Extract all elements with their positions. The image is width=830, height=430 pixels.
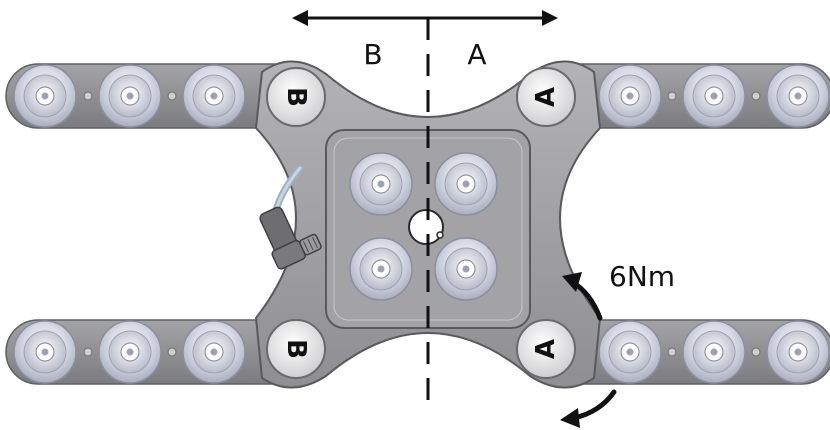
hub-bottom-right: A bbox=[516, 319, 576, 379]
suction-cup-icon bbox=[13, 64, 77, 128]
cable-connector bbox=[259, 164, 322, 270]
hub-label: B bbox=[281, 87, 311, 107]
suction-cup-icon bbox=[349, 237, 413, 301]
double-arrow-icon bbox=[292, 10, 558, 26]
suction-cup-icon bbox=[682, 64, 746, 128]
screw-icon bbox=[751, 347, 761, 357]
center-hole bbox=[408, 209, 444, 245]
suction-cup-icon bbox=[13, 320, 77, 384]
hub-label: A bbox=[531, 87, 561, 107]
suction-cup-icon bbox=[598, 64, 662, 128]
suction-cup-icon bbox=[349, 152, 413, 216]
suction-cup-icon bbox=[434, 237, 498, 301]
suction-cup-icon bbox=[98, 320, 162, 384]
suction-cup-icon bbox=[182, 64, 246, 128]
screw-icon bbox=[667, 347, 677, 357]
suction-cup-icon bbox=[182, 320, 246, 384]
rotate-arrow-icon bbox=[562, 272, 603, 321]
hub-top-right: A bbox=[516, 67, 576, 127]
screw-icon bbox=[83, 91, 93, 101]
suction-cup-icon bbox=[766, 320, 830, 384]
screw-icon bbox=[667, 91, 677, 101]
hub-top-left: B bbox=[266, 67, 326, 127]
hub-bottom-left: B bbox=[266, 319, 326, 379]
suction-cup-icon bbox=[766, 64, 830, 128]
hub-label: B bbox=[281, 339, 311, 359]
screw-icon bbox=[83, 347, 93, 357]
torque-label: 6Nm bbox=[609, 260, 675, 293]
suction-cup-icon bbox=[598, 320, 662, 384]
suction-cup-icon bbox=[434, 152, 498, 216]
screw-icon bbox=[167, 91, 177, 101]
rotate-arrow-icon bbox=[560, 389, 617, 428]
screw-icon bbox=[751, 91, 761, 101]
hub-label: A bbox=[531, 339, 561, 359]
suction-cup-icon bbox=[682, 320, 746, 384]
side-label-right: A bbox=[467, 38, 486, 71]
screw-icon bbox=[167, 347, 177, 357]
side-label-left: B bbox=[363, 38, 382, 71]
suction-cup-icon bbox=[98, 64, 162, 128]
